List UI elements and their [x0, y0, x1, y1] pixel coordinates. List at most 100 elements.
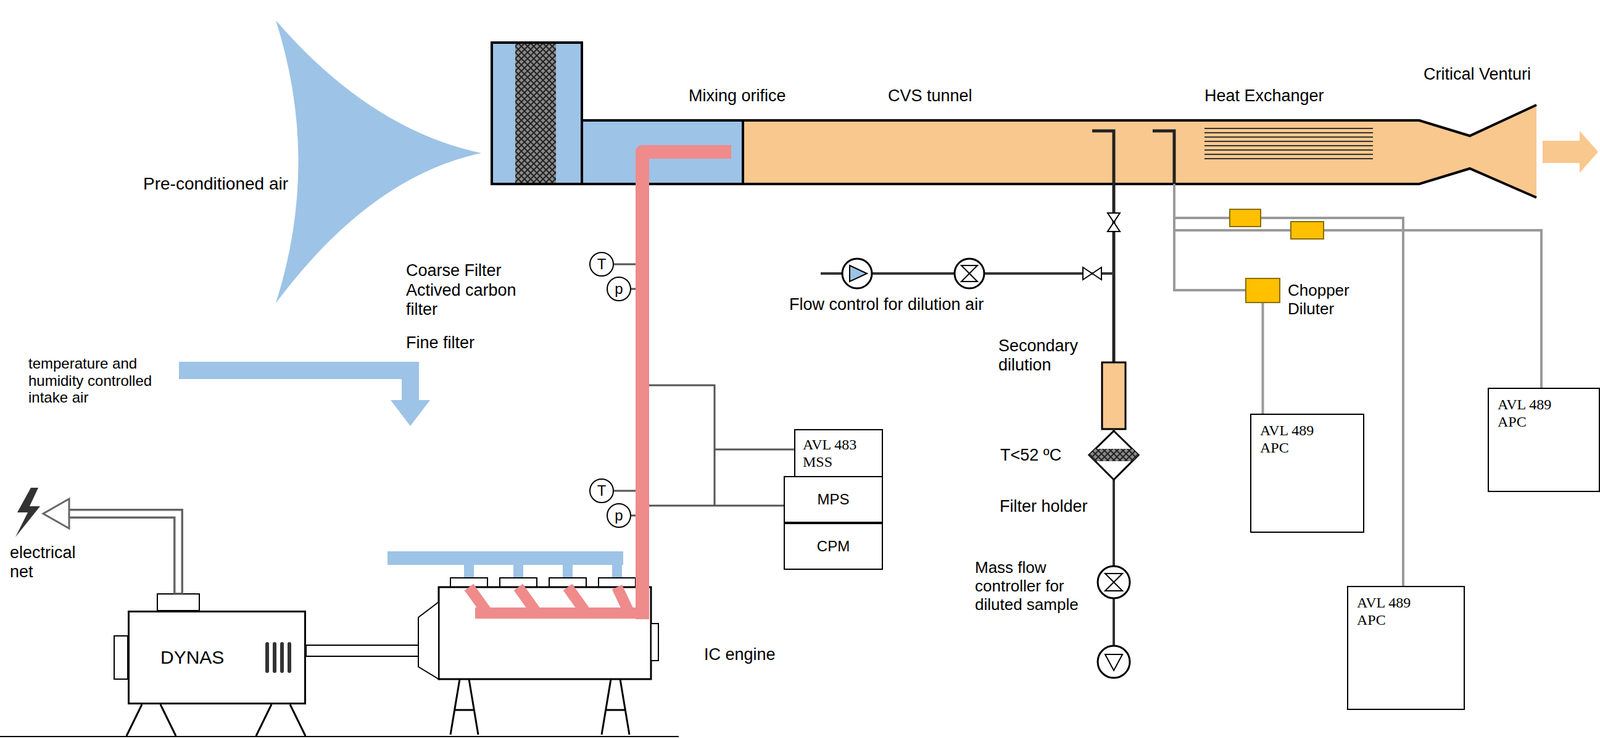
electrical-arrow	[43, 498, 70, 529]
part-label: Actived carbon filter	[406, 280, 536, 320]
sample-line	[1174, 183, 1542, 586]
part-label: IC engine	[704, 644, 828, 664]
ic-engine	[418, 601, 439, 679]
dilution-air-line	[820, 212, 1120, 289]
exhaust-pipe	[468, 586, 643, 613]
dilution-air-line	[1082, 267, 1102, 280]
sensor-circle: T	[589, 251, 614, 277]
instrument-box: AVL 489 APC	[1250, 413, 1365, 533]
part-label: Mass flow controller for diluted sample	[974, 558, 1093, 614]
part-label: electrical net	[9, 543, 103, 582]
part-label: Flow control for dilution air	[789, 294, 1074, 315]
heat-exchanger	[1204, 153, 1373, 155]
ic-engine	[450, 577, 488, 587]
dynamometer-box: DYNAS	[127, 610, 307, 705]
cvs-tunnel	[581, 104, 1599, 198]
sampling-probe	[1092, 130, 1114, 363]
node-text: DYNAS	[160, 646, 224, 668]
filter-sampling-line	[1105, 654, 1123, 671]
sample-line	[1174, 183, 1542, 586]
chopper-diluter	[1229, 209, 1261, 227]
sampling-probe	[1092, 130, 1175, 363]
intake-air	[178, 370, 411, 402]
filter-box	[491, 42, 582, 184]
dynamometer	[114, 635, 128, 679]
filter-sampling-line	[1089, 430, 1139, 480]
intake-air	[387, 551, 624, 565]
filter-sampling-line	[1097, 565, 1130, 598]
part-label: Coarse Filter	[406, 261, 548, 281]
part-label: Mixing orifice	[688, 86, 850, 106]
cooling-fins	[272, 641, 277, 673]
intake-air	[464, 563, 474, 579]
heat-exchanger	[1204, 145, 1373, 147]
sample-connector	[1261, 302, 1265, 414]
dilution-air-line	[1107, 212, 1120, 232]
dilution-air-line	[842, 258, 872, 289]
cooling-fins	[265, 641, 270, 673]
ic-engine	[0, 577, 679, 737]
electrical-arrow	[69, 513, 179, 593]
ic-engine	[598, 577, 636, 587]
air-inlet	[275, 20, 482, 303]
part-label: Heat Exchanger	[1204, 86, 1390, 106]
dilution-air-line	[849, 265, 867, 282]
heat-exchanger	[1204, 128, 1373, 159]
node-text: T	[597, 255, 607, 273]
electrical-arrow	[15, 487, 41, 537]
chopper-diluter: Chopper Diluter	[1245, 277, 1281, 303]
cooling-fins	[265, 641, 292, 673]
instrument-box: MPS	[783, 475, 883, 523]
sensor-circle: p	[606, 502, 632, 528]
instrument-box: CPM	[783, 522, 883, 570]
dynamometer	[157, 593, 200, 611]
instrument-box: AVL 489 APC	[1487, 387, 1600, 492]
node-text: AVL 489 APC	[1356, 594, 1425, 629]
sampling-probe	[1152, 130, 1175, 184]
dynamometer	[126, 704, 306, 736]
electrical-arrow	[67, 513, 179, 594]
chopper-diluter	[1290, 221, 1324, 239]
node-text: AVL 489 APC	[1260, 422, 1328, 456]
node-text: AVL 483 MSS	[802, 436, 865, 471]
heat-exchanger	[1204, 136, 1373, 138]
sensor-circle: p	[606, 276, 632, 302]
part-label: temperature and humidity controlled inta…	[28, 354, 177, 407]
exhaust-pipe	[468, 151, 732, 619]
ic-engine	[549, 577, 587, 587]
intake-air	[562, 563, 573, 579]
filter-sampling-line	[1089, 448, 1139, 461]
intake-air	[612, 563, 622, 579]
part-label: Pre-conditioned air	[143, 174, 347, 194]
heat-exchanger	[1204, 149, 1373, 151]
filter-box	[515, 43, 556, 183]
heat-exchanger	[1204, 140, 1373, 142]
sensor-circle: T	[589, 478, 614, 503]
cvs-tunnel	[741, 120, 745, 184]
cooling-fins	[287, 641, 292, 673]
instrument-box: AVL 483 MSS	[794, 428, 883, 478]
ic-engine	[499, 577, 537, 587]
filter-sampling-line	[1105, 573, 1123, 591]
ic-engine	[450, 678, 630, 735]
ic-engine	[306, 644, 419, 656]
part-label: T<52 ºC	[1000, 445, 1087, 465]
air-inlet	[275, 20, 482, 303]
node-text: CPM	[816, 537, 850, 555]
intake-air	[390, 399, 431, 426]
chopper-diluter	[1229, 209, 1324, 239]
node-text: MPS	[816, 490, 850, 508]
filter-sampling-line	[1102, 362, 1126, 429]
intake-air	[178, 370, 624, 579]
node-text: Chopper Diluter	[1287, 281, 1365, 319]
filter-sampling-line	[1089, 362, 1139, 678]
cvs-tunnel	[1542, 130, 1599, 173]
exhaust-pipe	[642, 151, 732, 619]
node-text: T	[597, 481, 607, 500]
ic-engine	[438, 586, 651, 679]
node-text: p	[614, 280, 623, 298]
part-label: Secondary dilution	[998, 336, 1091, 375]
part-label: CVS tunnel	[887, 86, 1049, 106]
instrument-box: AVL 489 APC	[1347, 585, 1465, 710]
